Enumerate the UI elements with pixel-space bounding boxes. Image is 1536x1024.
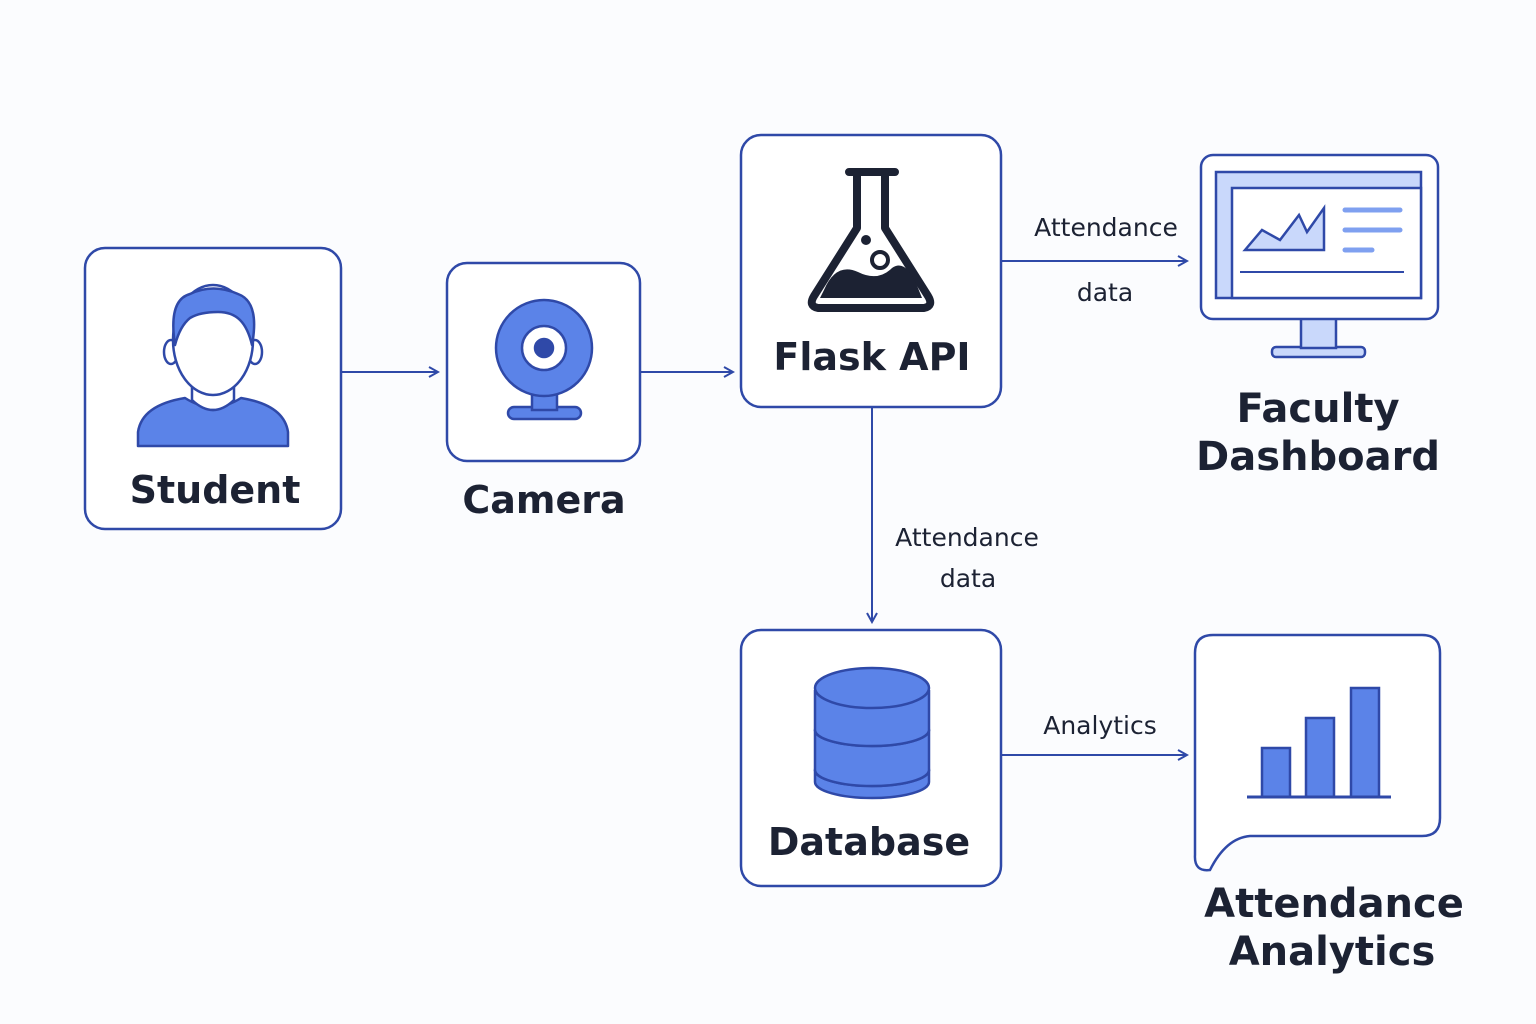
node-camera: Camera — [445, 261, 642, 522]
faculty-dashboard-label-line2: Dashboard — [1196, 434, 1440, 480]
attendance-analytics-label-line1: Attendance — [1204, 881, 1464, 927]
webcam-icon — [494, 298, 594, 421]
database-label: Database — [768, 820, 970, 864]
camera-label: Camera — [462, 478, 625, 522]
flask-icon — [807, 168, 935, 312]
faculty-dashboard-label-line1: Faculty — [1236, 386, 1399, 432]
edge-label-database-line2: data — [940, 564, 996, 593]
bar-chart-icon — [1247, 686, 1391, 799]
node-attendance-analytics: Attendance Analytics — [1193, 633, 1464, 975]
edge-label-dashboard-line2: data — [1077, 278, 1133, 307]
database-icon — [813, 666, 931, 800]
monitor-chart-icon — [1199, 153, 1440, 359]
flask-api-box — [739, 133, 1003, 409]
node-student: Student — [83, 246, 343, 531]
node-database: Database — [739, 628, 1003, 888]
node-faculty-dashboard: Faculty Dashboard — [1196, 153, 1440, 480]
student-avatar-icon — [136, 283, 290, 448]
edge-label-analytics: Analytics — [1043, 711, 1157, 740]
flask-api-label: Flask API — [773, 335, 970, 379]
edge-label-dashboard-line1: Attendance — [1034, 213, 1178, 242]
node-flask-api: Flask API — [739, 133, 1003, 409]
edge-label-database-line1: Attendance — [895, 523, 1039, 552]
attendance-analytics-label-line2: Analytics — [1229, 929, 1436, 975]
student-label: Student — [130, 468, 301, 512]
